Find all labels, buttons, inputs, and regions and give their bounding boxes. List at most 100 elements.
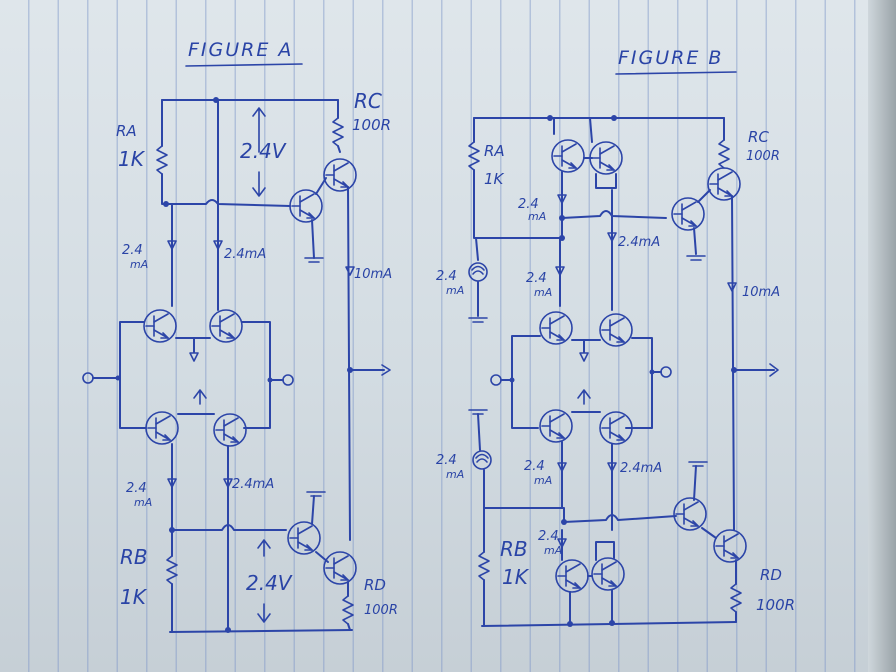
figure-b: [468, 71, 779, 627]
figure-a: [82, 63, 391, 633]
ra-value-a: 1K: [118, 147, 146, 171]
figure-b-input-wire: [625, 337, 653, 429]
i-low-mid-b: 2.4mA: [620, 461, 662, 476]
figure-b-wire: [473, 169, 563, 239]
voltage-arrow-a-bottom: [257, 603, 271, 623]
output-arrow-a: [381, 364, 391, 376]
rd-name-b: RD: [760, 566, 782, 584]
current-arrow-a-up: [193, 389, 207, 405]
transistor-b-q3: [671, 197, 705, 231]
figure-b-node: [609, 620, 615, 626]
transistor-b-q2: [589, 141, 623, 175]
transistor-b-q11: [673, 497, 707, 531]
current-arrow-a: [189, 352, 199, 362]
current-arrow-a: [345, 266, 355, 276]
figure-b-wire: [595, 541, 615, 561]
figure-b-bottom-rail: [481, 621, 737, 627]
figure-a-wire: [315, 177, 327, 195]
src-top-unit-b: mA: [446, 284, 464, 297]
i-mirror-low-unit-b: mA: [544, 544, 562, 557]
transistor-b-q12: [713, 529, 747, 563]
rc-value-b: 100R: [746, 149, 780, 164]
ground-a-top: [304, 257, 324, 263]
figure-b-title-underline: [615, 71, 737, 75]
i-mid-b: 2.4mA: [618, 235, 660, 250]
figure-b-node: [567, 621, 573, 627]
i-low-left-unit-a: mA: [134, 496, 152, 509]
resistor-ra-b: [468, 141, 480, 171]
transistor-a-q4: [209, 309, 243, 343]
figure-a-input-wire: [119, 321, 147, 429]
transistor-b-q9: [555, 559, 589, 593]
ra-value-b: 1K: [484, 170, 505, 188]
figure-a-wire: [169, 524, 287, 531]
figure-b-node: [547, 115, 553, 121]
src-bottom-unit-b: mA: [446, 468, 464, 481]
current-arrow-b-up: [577, 389, 591, 405]
figure-a-wire: [347, 623, 351, 631]
i-left-unit-a: mA: [130, 258, 148, 271]
ra-name-b: RA: [484, 142, 505, 160]
figure-a-node: [225, 627, 231, 633]
rc-value-a: 100R: [352, 116, 391, 134]
rd-value-a: 100R: [364, 603, 398, 618]
figure-b-input-wire: [511, 335, 541, 429]
i-mid-a: 2.4mA: [224, 247, 266, 262]
figure-b-wire: [569, 589, 613, 625]
voltage-arrow-a-bottom: [257, 539, 271, 557]
figure-b-output-line: [731, 195, 735, 531]
figure-b-node: [509, 377, 515, 383]
ground-b-top: [686, 255, 706, 261]
resistor-rd-a: [342, 595, 354, 625]
rb-name-b: RB: [500, 537, 528, 561]
current-arrow-b: [579, 352, 589, 362]
input-terminal-b-left: [490, 374, 502, 386]
voltage-arrow-a-top: [252, 171, 266, 197]
input-terminal-a-right: [282, 374, 294, 386]
i-mirror-low-b: 2.4: [538, 529, 559, 544]
src-bottom-b: 2.4: [436, 453, 457, 468]
voltage-arrow-a-top: [252, 107, 266, 153]
i-mirror-b: 2.4: [518, 197, 539, 212]
transistor-a-q2: [323, 158, 357, 192]
i-left-a: 2.4: [122, 243, 143, 258]
figure-a-node: [267, 377, 273, 383]
figure-a-wire: [311, 219, 315, 259]
resistor-ra-a: [156, 145, 168, 175]
rd-name-a: RD: [364, 576, 386, 594]
output-arrow-b: [769, 363, 779, 377]
rb-value-b: 1K: [502, 565, 530, 589]
transistor-a-q3: [143, 309, 177, 343]
resistor-rd-b: [730, 583, 742, 613]
resistor-rb-b: [478, 551, 490, 581]
rc-name-b: RC: [748, 128, 769, 146]
i-out-a: 10mA: [354, 267, 392, 282]
figure-a-title-underline: [185, 63, 303, 67]
figure-b-wire: [561, 210, 667, 219]
figure-b-node: [611, 115, 617, 121]
transistor-b-q1: [551, 139, 585, 173]
transistor-a-q5: [145, 411, 179, 445]
i-left-b: 2.4: [526, 271, 547, 286]
transistor-a-q1: [289, 189, 323, 223]
page-edge: [868, 0, 896, 672]
figure-b-wire: [701, 527, 717, 539]
figure-a-input-wire: [241, 321, 271, 429]
rd-value-b: 100R: [756, 596, 795, 614]
figure-b-wire: [483, 507, 565, 523]
ground-b-bottom: [688, 461, 708, 467]
figure-a-wire: [311, 495, 315, 525]
figure-a-title: FIGURE A: [188, 39, 293, 61]
input-terminal-b-right: [660, 366, 672, 378]
i-out-b: 10mA: [742, 285, 780, 300]
figure-b-title: FIGURE B: [618, 47, 723, 69]
figure-a-output-line: [347, 186, 351, 541]
figure-b-wire: [595, 173, 617, 189]
transistor-a-q8: [323, 551, 357, 585]
figure-a-wire: [161, 173, 291, 207]
transistor-b-q5: [539, 311, 573, 345]
figure-b-wire: [477, 413, 481, 451]
figure-b-node: [649, 369, 655, 375]
